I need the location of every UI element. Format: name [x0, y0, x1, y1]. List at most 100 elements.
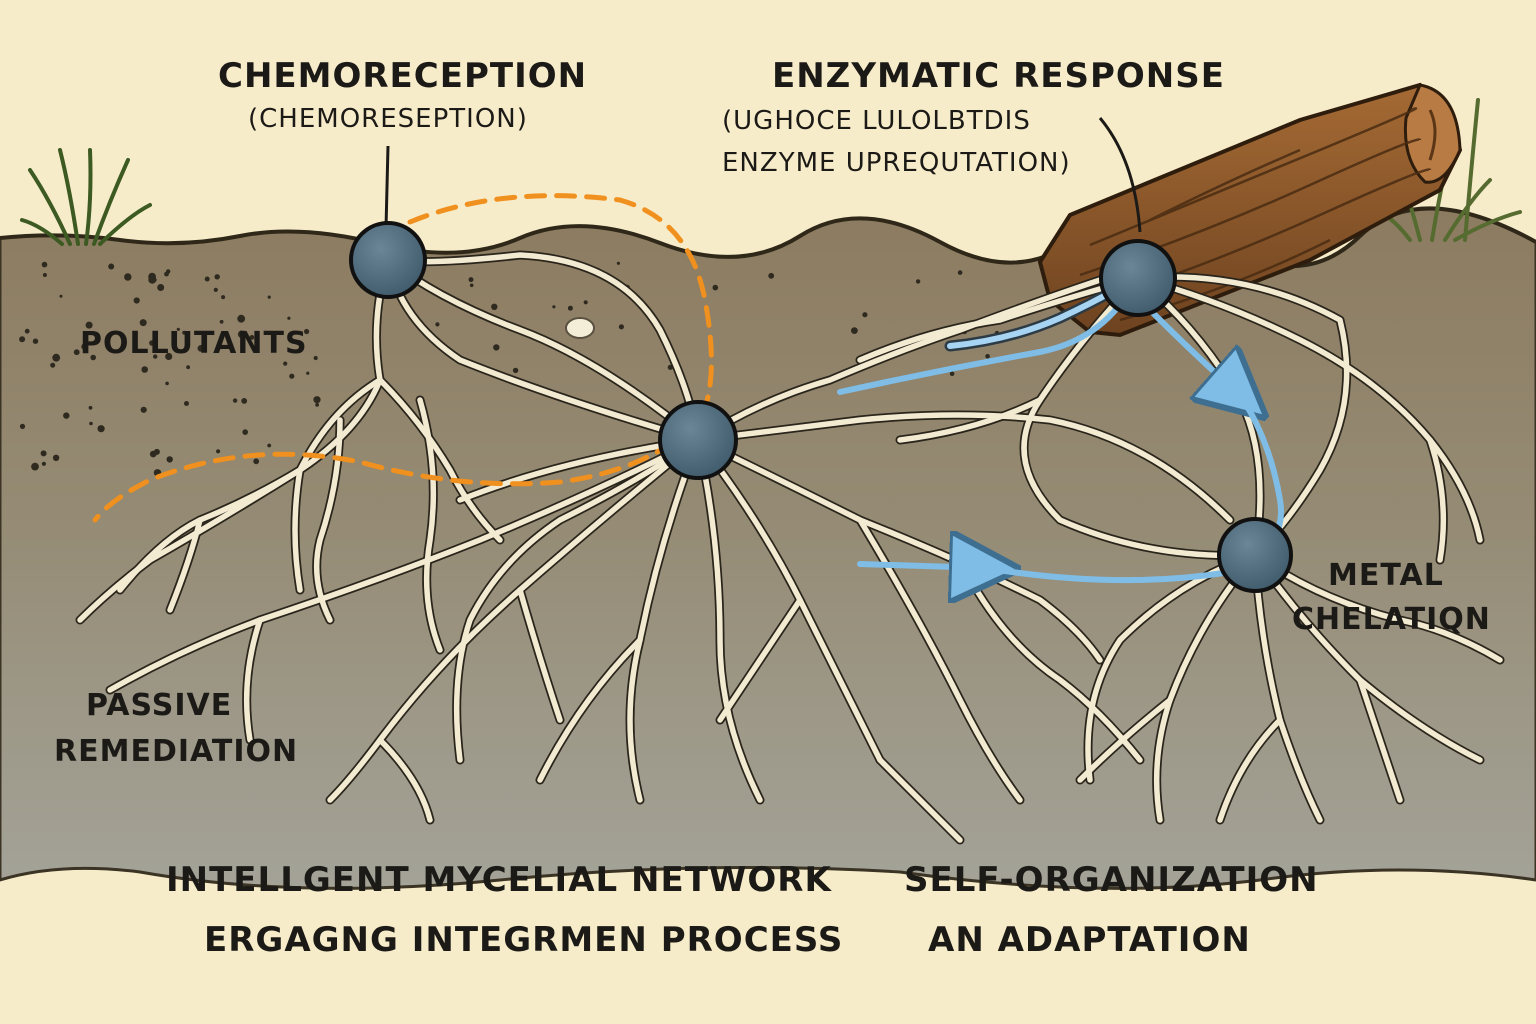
soil-speck: [166, 456, 173, 463]
soil-speck: [52, 353, 61, 362]
enzymatic-sublabel-line1: (UGHOCE LULOLBTDIS: [722, 106, 1031, 136]
transport-flows: [837, 284, 1284, 580]
chemoreception-leader-line: [384, 145, 390, 229]
soil-speck: [862, 312, 868, 318]
hypha-strand: [167, 517, 203, 613]
hypha-strand: [1252, 552, 1503, 663]
soil-speck: [31, 462, 39, 471]
hypha-strand: [385, 257, 701, 443]
soil-speck: [851, 327, 858, 334]
hypha-strand: [377, 377, 503, 543]
enzymatic-node: [1099, 239, 1177, 317]
metal-chelation-label-line2: CHELATIQN: [1292, 602, 1491, 637]
soil-speck: [59, 294, 63, 298]
soil-speck: [267, 295, 271, 299]
soil-speck: [204, 276, 210, 282]
soil-speck: [985, 354, 990, 359]
hypha-strand: [695, 437, 1103, 663]
hypha-strand: [1135, 274, 1350, 558]
soil-speck: [32, 338, 39, 344]
soil-speck: [41, 461, 47, 466]
soil-speck: [313, 396, 321, 404]
soil-speck: [267, 443, 272, 448]
soil-speck: [42, 273, 47, 277]
chemoreception-sublabel: (CHEMORESEPTION): [248, 104, 528, 134]
soil-speck: [287, 316, 291, 320]
hypha-strand: [243, 617, 263, 743]
soil-speck: [567, 305, 573, 311]
soil-speck: [491, 303, 498, 310]
soil-speck: [253, 458, 260, 465]
hypha-strand: [695, 437, 763, 803]
soil-speck: [249, 335, 255, 340]
soil-speck: [149, 340, 155, 346]
soil-speck: [73, 349, 80, 356]
soil-speck: [184, 401, 189, 406]
soil-speck: [435, 322, 440, 327]
soil-speck: [19, 336, 26, 343]
hypha-strand: [1217, 717, 1283, 823]
soil-speck: [52, 454, 60, 461]
soil-speck: [957, 270, 963, 275]
soil-speck: [618, 324, 625, 330]
chemoreception-node: [349, 221, 427, 299]
soil-speck: [469, 283, 474, 288]
soil-speck: [232, 398, 238, 403]
soil-speck: [124, 273, 132, 281]
hypha-strand: [385, 252, 701, 443]
hypha-strand: [385, 257, 701, 443]
soil-speck: [85, 321, 93, 329]
soil-speck: [213, 287, 218, 292]
hypha-strand: [897, 397, 1043, 443]
enzymatic-sublabel-line2: ENZYME UPREQUTATION): [722, 148, 1071, 178]
metal-chelation-label-line1: METAL: [1328, 558, 1444, 593]
soil-speck: [90, 354, 96, 361]
pebble-icon: [565, 317, 595, 339]
soil-speck: [176, 327, 180, 331]
soil-speck: [139, 319, 147, 327]
soil-speck: [164, 271, 169, 277]
soil-speck: [157, 284, 165, 291]
soil-speck: [186, 365, 191, 370]
soil-speck: [583, 300, 588, 305]
soil-speck: [97, 425, 105, 433]
chemoreception-label: CHEMORECEPTION: [218, 56, 588, 96]
soil-speck: [89, 421, 93, 426]
soil-speck: [214, 274, 220, 280]
hypha-strand: [1357, 677, 1403, 803]
soil-speck: [19, 423, 26, 429]
soil-speck: [219, 319, 224, 324]
soil-speck: [50, 362, 56, 368]
network-caption-line1: INTELLGENT MYCELIAL NETWORK: [166, 860, 832, 900]
hypha-strand: [313, 417, 343, 623]
hypha-strand: [695, 277, 1103, 443]
hypha-strand: [517, 587, 563, 723]
soil-speck: [712, 284, 719, 291]
soil-speck: [468, 277, 474, 283]
soil-speck: [616, 261, 621, 265]
soil-speck: [140, 406, 147, 413]
hypha-strand: [453, 437, 701, 763]
soil-speck: [165, 352, 173, 361]
soil-speck: [242, 429, 248, 435]
soil-speck: [949, 371, 955, 377]
enzymatic-leader-line: [1098, 117, 1142, 233]
soil-speck: [133, 297, 140, 304]
soil-speck: [197, 345, 205, 352]
hypha-strand: [857, 275, 1141, 363]
self-organization-caption-line2: AN ADAPTATION: [928, 920, 1251, 960]
soil-speck: [493, 344, 500, 351]
passive-remediation-label-line2: REMEDIATION: [54, 734, 299, 769]
hypha-strand: [857, 517, 1023, 803]
soil-speck: [148, 272, 157, 281]
soil-speck: [289, 373, 295, 379]
soil-speck: [283, 361, 288, 366]
soil-speck: [768, 272, 775, 279]
soil-speck: [153, 354, 158, 359]
soil-speck: [165, 381, 169, 386]
network-caption-line2: ERGAGNG INTEGRMEN PROCESS: [204, 920, 844, 960]
soil-speck: [313, 355, 318, 361]
soil-speck: [63, 412, 70, 419]
